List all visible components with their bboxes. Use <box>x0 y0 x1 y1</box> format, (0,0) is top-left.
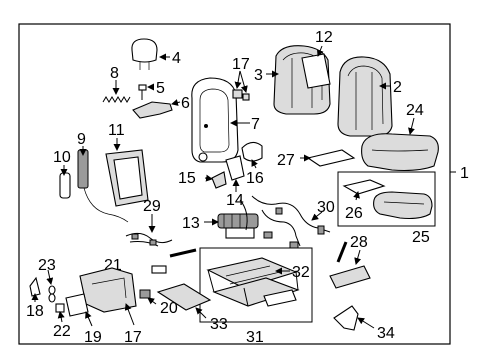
callout-18: 18 <box>26 303 44 320</box>
callout-14: 14 <box>226 192 244 209</box>
callout-32: 32 <box>292 264 310 281</box>
side-trim-part <box>79 267 137 313</box>
callout-26: 26 <box>345 205 363 222</box>
callout-28: 28 <box>350 234 368 251</box>
callout-25: 25 <box>412 229 430 246</box>
side-panel-part <box>105 149 149 207</box>
cover-part-14 <box>225 155 245 181</box>
cushion-group-box <box>337 171 436 227</box>
cushion-frame-part <box>373 191 433 220</box>
harness-clip-part <box>125 232 173 247</box>
callout-15: 15 <box>178 170 196 187</box>
callout-17-top: 17 <box>232 56 250 73</box>
headrest-guide-part <box>138 84 147 100</box>
callout-8: 8 <box>110 65 119 82</box>
diagram-frame <box>18 23 451 345</box>
trim-part-19 <box>65 293 89 317</box>
callout-7: 7 <box>251 116 260 133</box>
seatback-frame-part <box>191 77 239 163</box>
rod-part <box>169 248 197 258</box>
callout-4: 4 <box>172 50 181 67</box>
callout-9: 9 <box>77 131 86 148</box>
callout-20: 20 <box>160 300 178 317</box>
callout-3: 3 <box>254 67 263 84</box>
cap-part-22 <box>55 303 65 313</box>
wiring-harness-part <box>239 195 331 249</box>
callout-27: 27 <box>277 152 295 169</box>
motor-part <box>217 213 259 239</box>
callout-30: 30 <box>317 199 335 216</box>
callout-5: 5 <box>156 80 165 97</box>
recliner-part <box>329 241 371 289</box>
callout-2: 2 <box>393 79 402 96</box>
cover-part-18 <box>29 276 41 297</box>
seat-adjuster-part <box>206 257 300 307</box>
clips-part-top <box>232 89 250 101</box>
callout-6: 6 <box>181 95 190 112</box>
bolster-part <box>59 172 71 199</box>
callout-12: 12 <box>315 29 333 46</box>
spring-part <box>102 96 131 103</box>
callout-31: 31 <box>246 329 264 346</box>
callout-33: 33 <box>210 316 228 333</box>
callout-23: 23 <box>38 257 56 274</box>
callout-10: 10 <box>53 149 71 166</box>
knob-part-23 <box>48 285 56 303</box>
small-plate-part <box>151 265 167 274</box>
headrest-part <box>131 38 158 70</box>
knob-part-20 <box>139 289 151 299</box>
callout-13: 13 <box>182 215 200 232</box>
shield-part <box>333 305 359 331</box>
callout-29: 29 <box>143 198 161 215</box>
seat-cushion-part <box>361 133 439 172</box>
callout-24: 24 <box>406 102 424 119</box>
frame-label-1: 1 <box>460 165 469 182</box>
callout-11: 11 <box>108 122 125 139</box>
pad-part <box>306 149 356 167</box>
seatback-assembly-part <box>337 56 393 137</box>
callout-19: 19 <box>84 329 102 346</box>
back-panel-part <box>301 53 331 89</box>
trim-part-16 <box>241 141 263 162</box>
switch-part <box>77 149 89 189</box>
side-shield-part <box>156 283 212 311</box>
bracket-part <box>132 101 173 119</box>
callout-17-bottom: 17 <box>124 329 142 346</box>
adjuster-group-box <box>199 247 313 323</box>
sensor-mat-part <box>342 179 386 195</box>
trim-part-15 <box>211 171 227 189</box>
callout-16: 16 <box>246 170 264 187</box>
callout-34: 34 <box>377 325 395 342</box>
callout-22: 22 <box>53 323 71 340</box>
